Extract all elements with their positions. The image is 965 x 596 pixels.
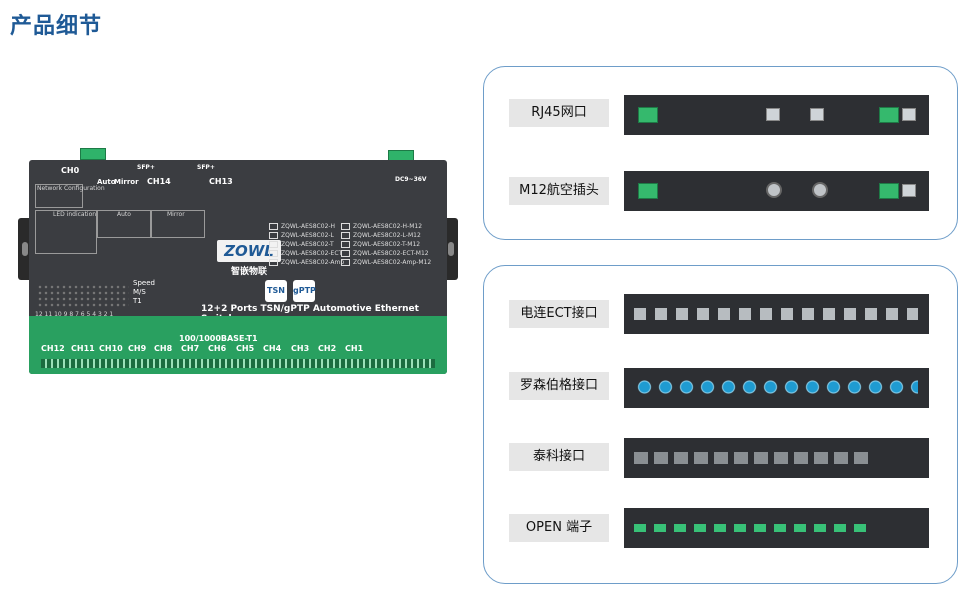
label-speed: Speed [133,279,155,287]
label-ch10: CH10 [99,344,123,353]
label-ch3: CH3 [291,344,310,353]
rj45-port [902,184,916,197]
rj45-port [810,108,824,121]
label-ch7: CH7 [181,344,200,353]
auto-mode-box [97,210,151,238]
m12-connector [766,182,782,198]
m12-connector [812,182,828,198]
label-ch4: CH4 [263,344,282,353]
label-rj45: RJ45网口 [509,99,609,127]
label-mirror-column: Mirror [167,211,185,218]
label-ch6: CH6 [208,344,227,353]
model-list-left: ZQWL-AES8C02-H ZQWL-AES8C02-L ZQWL-AES8C… [269,222,344,267]
terminal-block [879,183,899,199]
t1-port-row [41,359,435,368]
brand-name-cn: 智嵌物联 [230,267,267,277]
mirror-mode-box [151,210,205,238]
te-strip-image [624,438,929,478]
label-ch11: CH11 [71,344,95,353]
label-ch2: CH2 [318,344,337,353]
brand-logo: ZOWL [217,240,281,262]
model-item: ZQWL-AES8C02-ECT-M12 [341,249,431,258]
label-open-terminal: OPEN 端子 [509,514,609,542]
label-rosenberger: 罗森伯格接口 [509,372,609,400]
model-item: ZQWL-AES8C02-T-M12 [341,240,431,249]
device-body: CH0 SFP+ CH14 SFP+ CH13 DC9~36V Auto Mir… [29,160,447,374]
label-ch5: CH5 [236,344,255,353]
label-te: 泰科接口 [509,443,609,471]
label-ch14: CH14 [147,177,171,186]
open-terminal-row [634,524,874,532]
connector-panel-1: RJ45网口 M12航空插头 [483,66,958,240]
label-ch13: CH13 [209,177,233,186]
switch-device-image: CH0 SFP+ CH14 SFP+ CH13 DC9~36V Auto Mir… [18,148,458,376]
label-m12: M12航空插头 [509,177,609,205]
label-mirror: Mirror [114,178,139,186]
label-auto-column: Auto [117,211,131,218]
power-terminal-top-left [80,148,106,160]
tsn-logo: TSN [265,280,287,302]
model-item: ZQWL-AES8C02-H [269,222,344,231]
ect-port-row [634,308,918,320]
rj45-port [902,108,916,121]
ect-strip-image [624,294,929,334]
rosenberger-strip-image [624,368,929,408]
led-port-numbers: 12 11 10 9 8 7 6 5 4 3 2 1 [35,311,114,318]
label-auto: Auto [97,178,116,186]
mounting-ear-right [444,218,458,280]
label-ch9: CH9 [128,344,147,353]
network-config-box [35,184,83,208]
label-led-indication: LED indication [53,211,97,218]
model-item: ZQWL-AES8C02-T [269,240,344,249]
led-indicator-grid [37,284,129,308]
connector-panel-2: 电连ECT接口 罗森伯格接口 泰科接口 OPEN 端子 [483,265,958,584]
m12-strip-image [624,171,929,211]
label-ms: M/S [133,288,146,296]
label-ch12: CH12 [41,344,65,353]
terminal-block [638,183,658,199]
rj45-port [766,108,780,121]
label-sfp-b: SFP+ [197,164,215,171]
open-terminal-strip-image [624,508,929,548]
model-item: ZQWL-AES8C02-L-M12 [341,231,431,240]
te-port-row [634,452,874,464]
label-ect: 电连ECT接口 [509,300,609,328]
led-indication-box [35,210,97,254]
label-network-config: Network Configuration [37,185,105,192]
label-t1: T1 [133,297,142,305]
label-ch8: CH8 [154,344,173,353]
page-title: 产品细节 [10,14,103,39]
rosenberger-port-row [634,380,918,394]
model-item: ZQWL-AES8C02-Amp [269,258,344,267]
mounting-ear-left [18,218,32,280]
model-item: ZQWL-AES8C02-H-M12 [341,222,431,231]
model-list-right: ZQWL-AES8C02-H-M12 ZQWL-AES8C02-L-M12 ZQ… [341,222,431,267]
terminal-block [638,107,658,123]
label-sfp-a: SFP+ [137,164,155,171]
gptp-logo: gPTP [293,280,316,302]
rj45-strip-image [624,95,929,135]
label-ch0: CH0 [61,166,80,175]
model-item: ZQWL-AES8C02-Amp-M12 [341,258,431,267]
label-port-band: 100/1000BASE-T1 [179,334,258,343]
label-dc-input: DC9~36V [395,176,427,183]
label-ch1: CH1 [345,344,364,353]
terminal-block [879,107,899,123]
model-item: ZQWL-AES8C02-L [269,231,344,240]
model-item: ZQWL-AES8C02-ECT [269,249,344,258]
